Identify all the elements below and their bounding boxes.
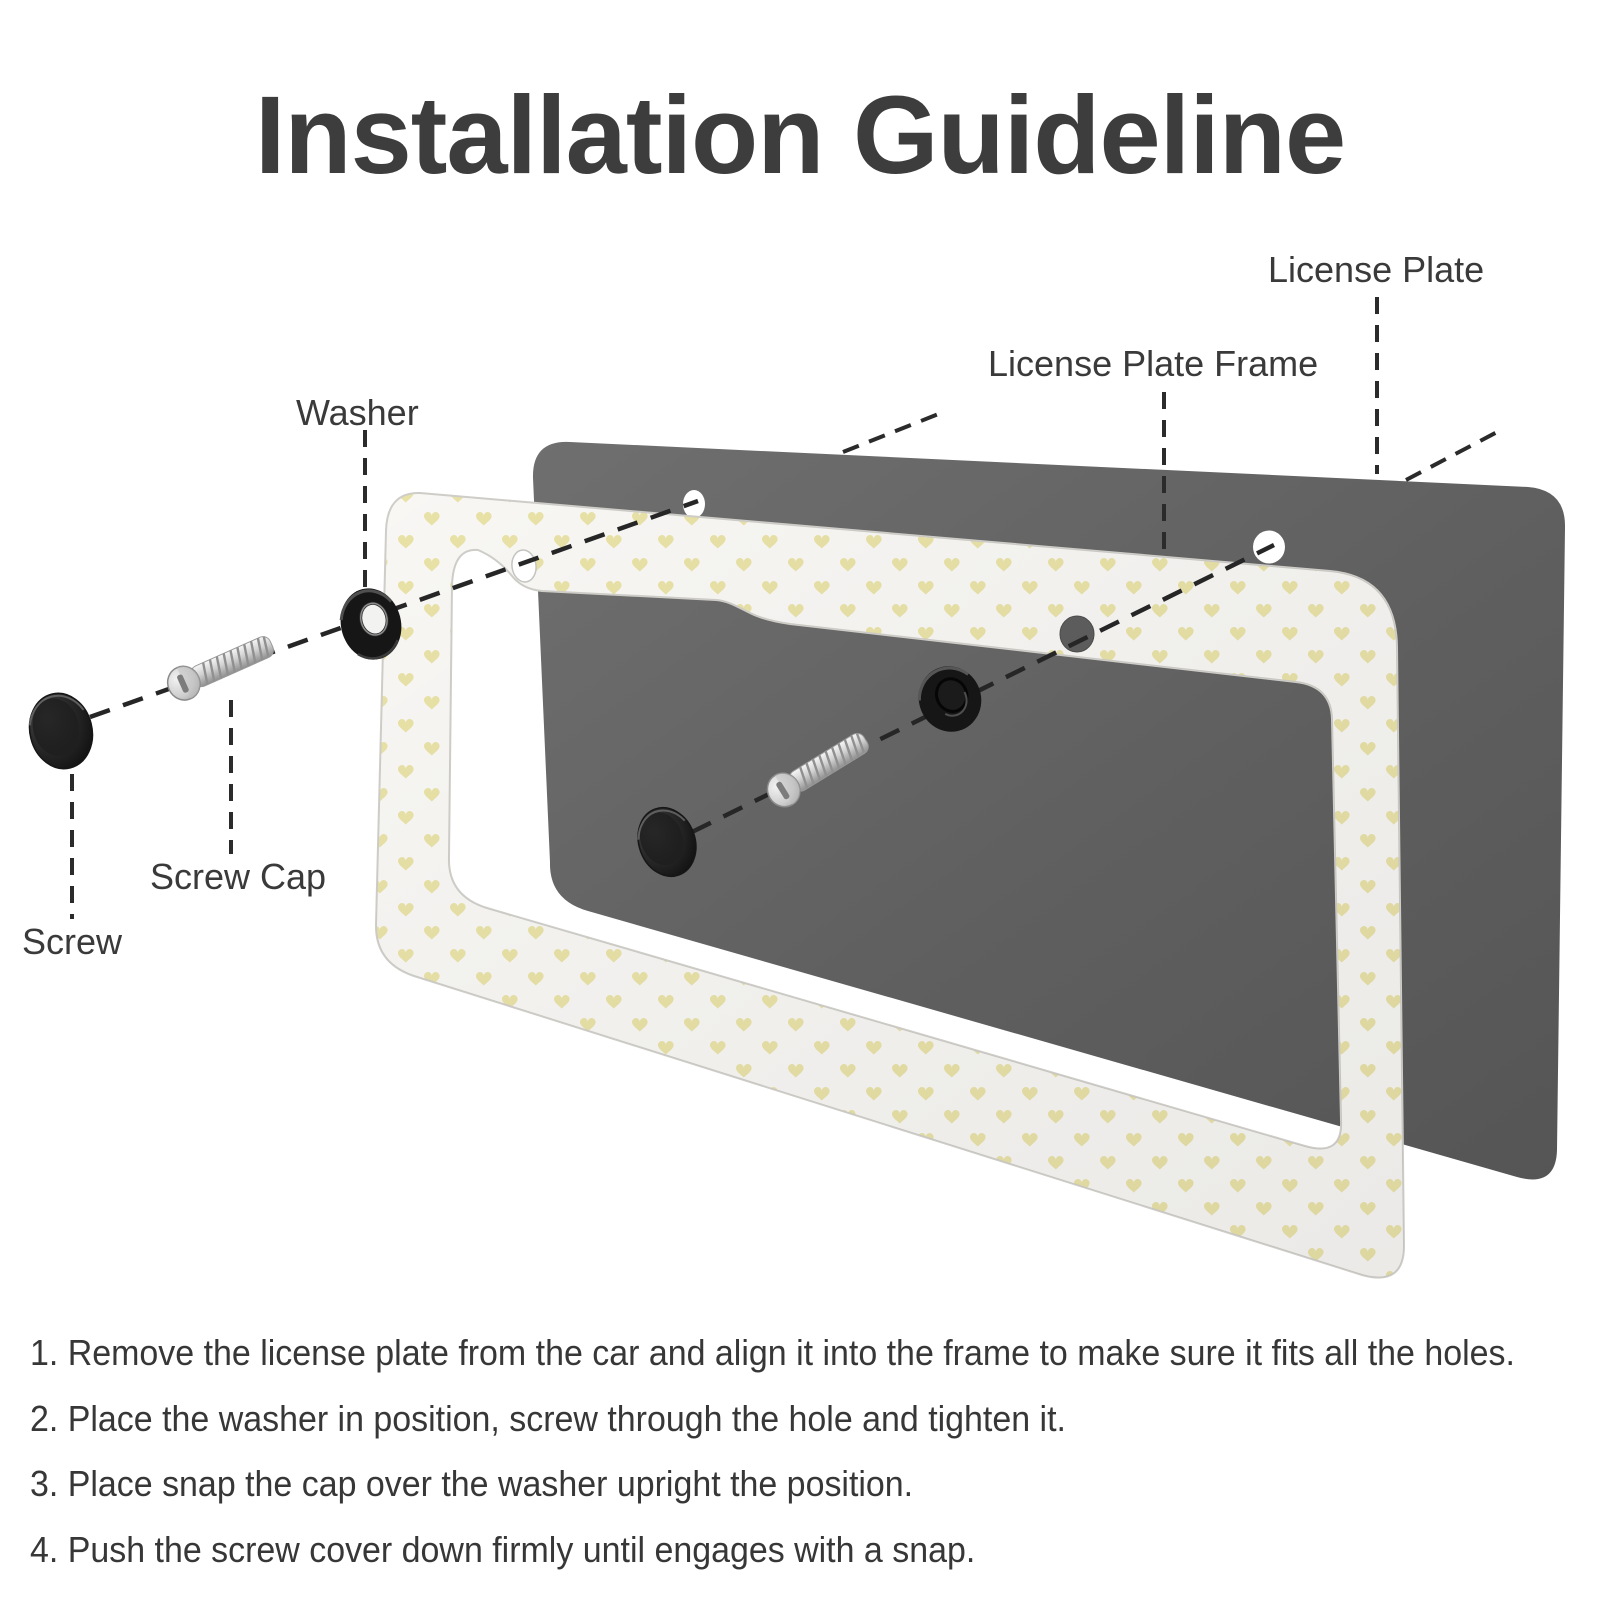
frame-hole-right: [1059, 615, 1095, 653]
license-plate-label: License Plate: [1268, 249, 1485, 290]
frame-hole-left: [511, 549, 537, 583]
washer-label: Washer: [296, 392, 419, 433]
washer-2: [917, 666, 982, 732]
instruction-step-1: 1. Remove the license plate from the car…: [30, 1332, 1515, 1373]
washer-1: [339, 588, 402, 660]
screw-2: [766, 732, 869, 808]
license-plate-frame-shape: [374, 491, 1406, 1279]
screw-1: [166, 636, 274, 701]
instruction-step-3: 3. Place snap the cap over the washer up…: [30, 1463, 914, 1504]
instruction-step-2: 2. Place the washer in position, screw t…: [30, 1397, 1066, 1439]
screw-label: Screw: [22, 921, 123, 962]
screw-cap-2: [637, 806, 697, 878]
screw-cap-1: [28, 692, 94, 770]
page-title: Installation Guideline: [254, 74, 1346, 197]
instruction-step-4: 4. Push the screw cover down firmly unti…: [30, 1528, 976, 1570]
frame-pointer-dash: [842, 409, 947, 454]
instruction-list: 1. Remove the license plate from the car…: [30, 1320, 1515, 1582]
license-plate-frame-label: License Plate Frame: [988, 343, 1319, 384]
plate-pointer-dash: [1405, 429, 1500, 482]
screw-cap-label: Screw Cap: [150, 856, 327, 897]
